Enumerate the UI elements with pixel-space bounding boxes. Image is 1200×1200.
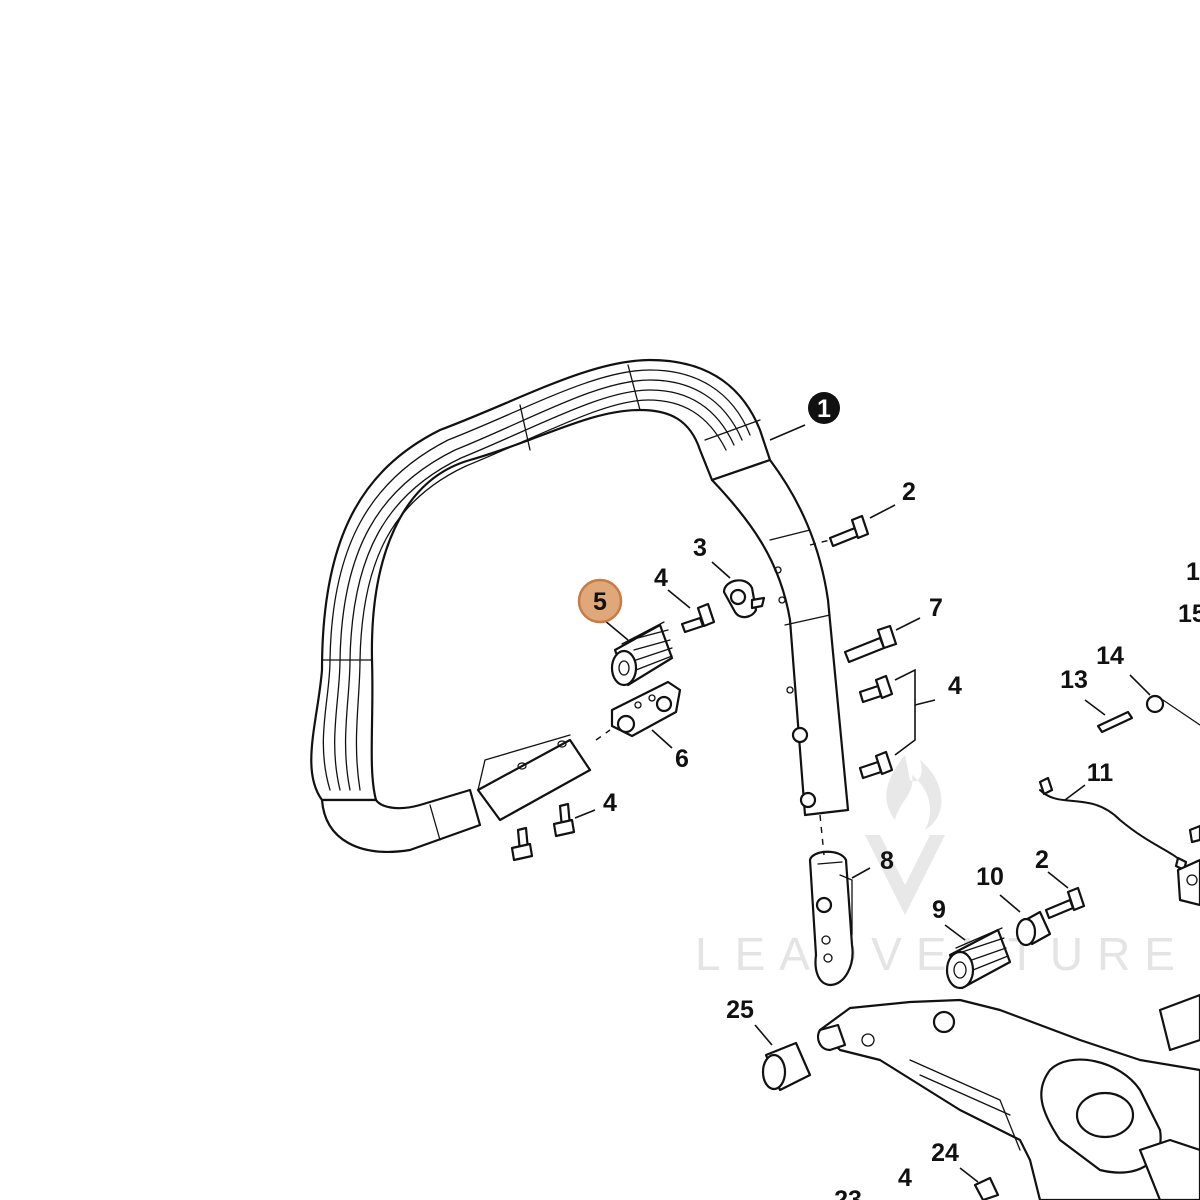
bracket-part-6 [610, 680, 682, 738]
callout-1[interactable]: 1 [808, 392, 840, 424]
svg-text:1: 1 [817, 395, 831, 423]
grommet-part-10 [1015, 910, 1052, 947]
callout-1-right[interactable]: 1 [1186, 558, 1200, 586]
callout-4[interactable]: 4 [654, 564, 668, 592]
watermark: LEADVENTURE [695, 755, 1189, 980]
callout-5-highlighted[interactable]: 5 [577, 578, 623, 624]
callout-4-bottom[interactable]: 4 [898, 1164, 912, 1192]
right-edge-part [1176, 824, 1200, 907]
watermark-text: LEADVENTURE [695, 928, 1189, 980]
spring-part-5 [610, 621, 674, 687]
assembly-lines [595, 539, 831, 856]
watermark-logo-icon [865, 755, 945, 915]
cable-part-11 [1038, 776, 1188, 872]
callout-2-lower[interactable]: 2 [1035, 846, 1049, 874]
leader-lines [574, 424, 1151, 1183]
callout-2[interactable]: 2 [902, 478, 916, 506]
screw-part-7 [843, 624, 898, 664]
svg-text:5: 5 [593, 588, 607, 616]
screw-part-2 [828, 514, 870, 548]
callout-10[interactable]: 10 [976, 863, 1004, 891]
callout-6[interactable]: 6 [675, 745, 689, 773]
handlebar-part [310, 358, 850, 853]
callout-25[interactable]: 25 [726, 996, 754, 1024]
callout-11[interactable]: 11 [1087, 759, 1114, 787]
pin-part-13 [1096, 710, 1134, 734]
screws-part-4-lower [510, 802, 576, 862]
callout-9[interactable]: 9 [932, 896, 946, 924]
callout-4-lower[interactable]: 4 [603, 789, 617, 817]
callout-13[interactable]: 13 [1060, 666, 1088, 694]
bushing-part-25 [761, 1041, 812, 1092]
torsion-spring-part-14 [1145, 694, 1200, 726]
screw-part-4 [680, 602, 716, 634]
plate-part-8 [808, 850, 854, 987]
callout-23[interactable]: 23 [834, 1186, 862, 1200]
housing-part [816, 993, 1200, 1200]
callout-8[interactable]: 8 [880, 847, 894, 875]
callout-7[interactable]: 7 [929, 594, 943, 622]
clamp-part-3 [722, 579, 766, 619]
callout-24[interactable]: 24 [931, 1139, 959, 1167]
callout-15[interactable]: 15 [1178, 600, 1200, 628]
screw-part-2-lower [1044, 886, 1086, 920]
callout-3[interactable]: 3 [693, 534, 707, 562]
screws-part-4-right [858, 668, 936, 780]
callout-4-right[interactable]: 4 [948, 672, 962, 700]
spring-part-9 [945, 927, 1012, 990]
callout-14[interactable]: 14 [1096, 642, 1124, 670]
